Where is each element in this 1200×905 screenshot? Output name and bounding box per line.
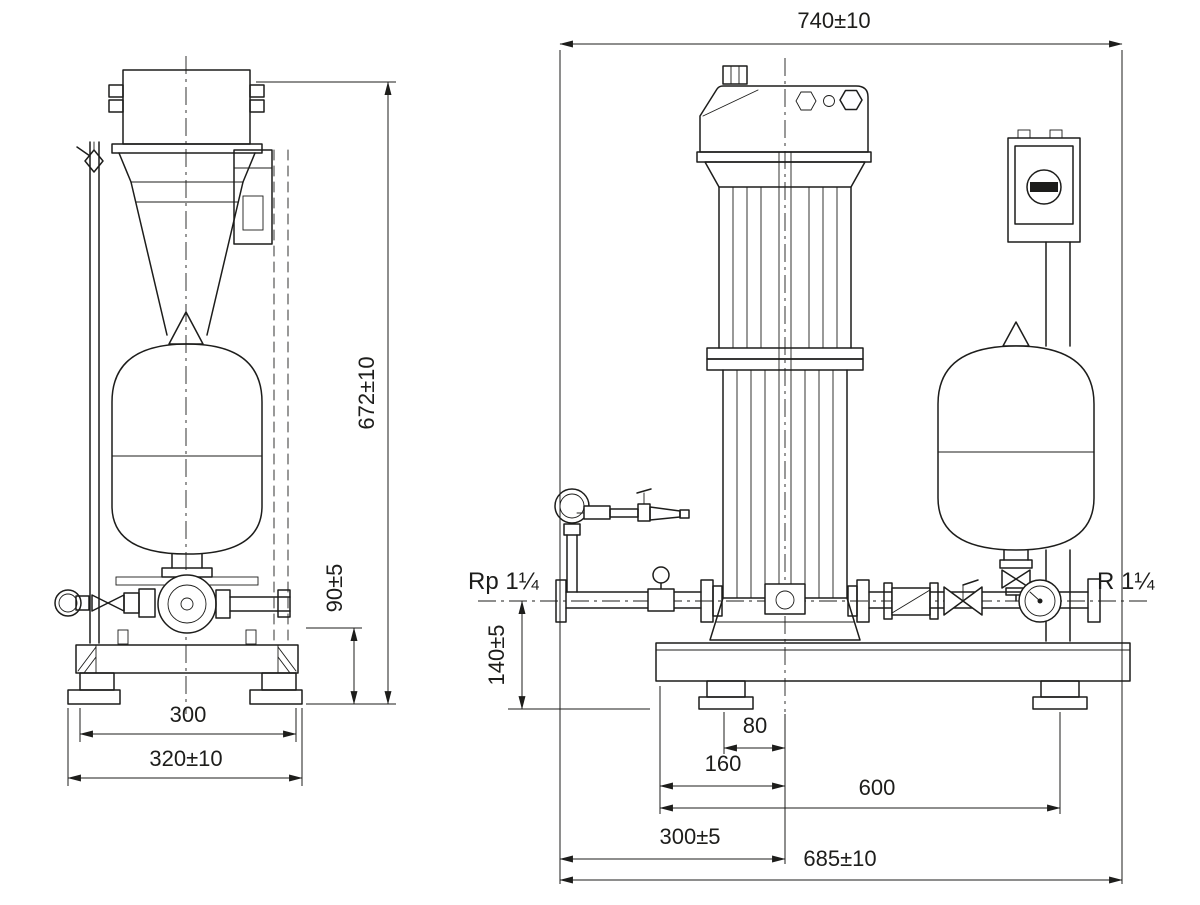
left-pressure-tank [111, 343, 263, 578]
label-inlet-thread: Rp 1¼ [468, 568, 540, 595]
dim-top-width: 740±10 [797, 8, 870, 33]
relief-valve [84, 149, 104, 173]
hex-plug-icon [795, 91, 817, 111]
inlet-flange [555, 579, 567, 623]
dim-80: 80 [743, 713, 767, 738]
right-piping [554, 488, 1101, 623]
left-piping [54, 588, 291, 619]
right-foot [261, 672, 297, 691]
dim-overall-width: 685±10 [803, 846, 876, 871]
right-base-frame [655, 642, 1131, 710]
round-plug-icon [823, 95, 835, 107]
anchor-bolt [117, 629, 129, 645]
right-pressure-tank [937, 321, 1095, 602]
dim-300: 300±5 [659, 824, 720, 849]
left-terminal-box [233, 149, 273, 245]
left-pipe-rails [76, 141, 104, 644]
pump-flanges [700, 579, 870, 623]
left-motor [108, 69, 265, 345]
right-pump [696, 65, 872, 641]
dim-600: 600 [859, 775, 896, 800]
dim-base-height: 90±5 [322, 564, 347, 613]
rotary-switch-icon [1026, 169, 1062, 205]
left-foot [706, 680, 746, 698]
dim-overall-width: 320±10 [149, 746, 222, 771]
check-valve [883, 582, 939, 620]
right-view: 740±10 Rp 1¼ R 1¼ 140±5 80 160 600 300±5… [468, 8, 1155, 884]
outlet-pressure-gauge [1018, 579, 1062, 623]
dim-feet-width: 300 [170, 702, 207, 727]
motor-head [699, 85, 869, 153]
dim-160: 160 [705, 751, 742, 776]
dim-pipe-height: 140±5 [484, 624, 509, 685]
main-switch-box [1007, 129, 1081, 642]
right-foot [1040, 680, 1080, 698]
left-view: 672±10 90±5 300 320±10 [54, 56, 396, 786]
label-outlet-thread: R 1¼ [1097, 568, 1155, 595]
valve-handwheel [652, 566, 670, 584]
anchor-bolt [245, 629, 257, 645]
left-pump-volute [157, 574, 217, 634]
outlet-flange [1087, 578, 1101, 623]
left-base-frame [67, 644, 303, 705]
left-foot [79, 672, 115, 691]
shutoff-valve [943, 579, 983, 616]
left-view-dimensions: 672±10 90±5 300 320±10 [67, 81, 396, 786]
dim-total-height: 672±10 [354, 356, 379, 429]
left-foot-pad [67, 689, 121, 705]
hex-plug-icon [839, 89, 863, 111]
right-foot-pad [1032, 696, 1088, 710]
left-foot-pad [698, 696, 754, 710]
right-view-dimensions: 740±10 Rp 1¼ R 1¼ 140±5 80 160 600 300±5… [468, 8, 1155, 884]
right-foot-pad [249, 689, 303, 705]
left-pressure-gauge [54, 589, 82, 617]
